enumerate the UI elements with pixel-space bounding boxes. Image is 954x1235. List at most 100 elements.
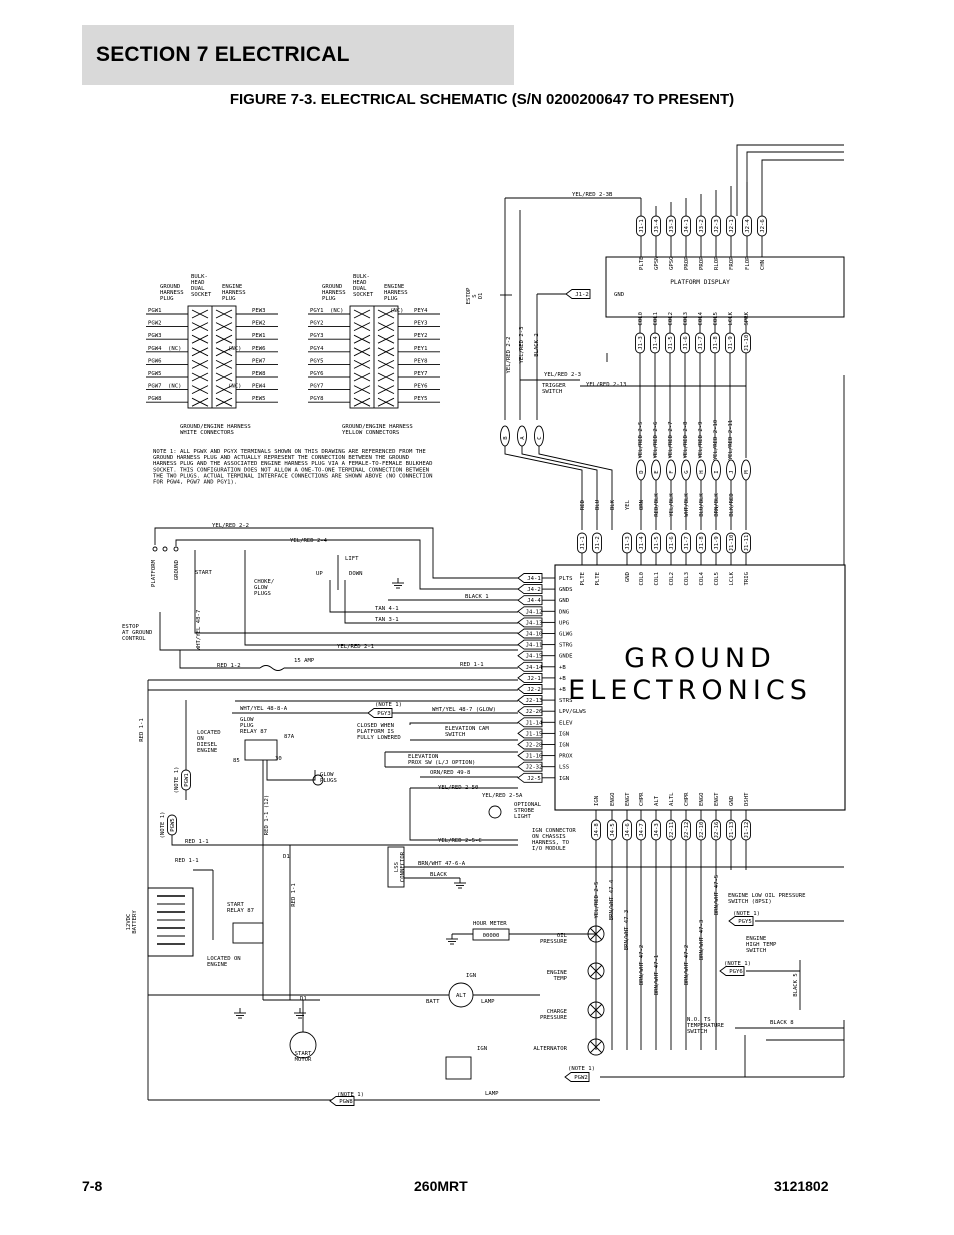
yellow-table-contact [360, 347, 371, 357]
pgw8-connector-label: PGW8 [339, 1099, 353, 1105]
yellow-table-contact [353, 397, 364, 407]
ground-bottom-signal: CHPR [639, 792, 645, 806]
ground-top-signal: TRIG [744, 571, 750, 585]
platform-display-box [605, 256, 845, 318]
white-table-contact [191, 359, 202, 369]
platform-bottom-connector-label: J1-8 [713, 336, 719, 350]
platform-bottom-signal: SPRK [744, 311, 750, 325]
note-1-label: (NOTE 1) [375, 702, 402, 708]
ground-bottom-signal: GND [729, 795, 735, 806]
pgy6-connector [719, 966, 745, 976]
white-table-contact [222, 334, 233, 344]
d1-label: D1 [283, 854, 290, 860]
platform-bottom-connector-label: J1-4 [653, 336, 659, 350]
white-table-left-nc: (NC) [168, 384, 181, 390]
platform-top-connector-label: J2-1 [729, 219, 735, 232]
platform-bottom-signal: COL4 [698, 311, 704, 325]
brn-wht-label: BRN/WHT 47-6-A [418, 861, 466, 867]
white-table-contact [222, 397, 233, 407]
ground-top-connector-label: J1-4 [639, 536, 645, 550]
harness-plug [636, 459, 646, 481]
white-table-left-pin: PGW5 [148, 371, 161, 377]
pgw8-connector [329, 1096, 355, 1106]
ground-bottom-signal: ALTL [669, 792, 675, 806]
platform-top-connector-label: J2-6 [760, 219, 766, 232]
wire-color-label: YEL/BLK [669, 493, 675, 517]
ground-left-signal: IGN [559, 743, 569, 749]
wire-color-label: RED/BLK [654, 493, 660, 517]
white-table-left-pin: PGW6 [148, 358, 161, 364]
lss-connector-label: LSSCONNECTOR [394, 851, 406, 882]
ground-bottom-connector-label: J2-10 [699, 822, 705, 839]
platform-top-signal: FROP [729, 256, 735, 270]
plug-letter: C [537, 436, 543, 439]
white-table-right-nc: (NC) [228, 346, 241, 352]
yellow-table-right-pin: PEY3 [414, 321, 427, 327]
ground-left-connector-label: J4-1 [527, 576, 540, 582]
wire [244, 578, 518, 646]
ground-left-signal: LPV/GLWS [559, 709, 586, 715]
platform-gnd-connector [565, 289, 591, 299]
yellow-table-contact [353, 359, 364, 369]
wire-color-label: YEL [625, 499, 631, 510]
platform-top-signal: PLTE [639, 256, 645, 270]
white-table-contact [198, 397, 209, 407]
white-table-contact [215, 334, 226, 344]
yellow-table-contact [353, 322, 364, 332]
yellow-table-left-pin: PGY8 [310, 396, 324, 402]
page-number: 7-8 [82, 1178, 103, 1194]
ground-left-signal: IGN [559, 731, 569, 737]
platform-top-signal: GPSG [669, 256, 675, 270]
wire [329, 580, 518, 613]
harness-plug [500, 425, 510, 447]
plug-letter: D [639, 470, 645, 474]
note-1-label: (NOTE 1) [724, 961, 751, 967]
ground-left-connector-label: J2-1 [527, 676, 540, 682]
platform-top-connector-label: J3-3 [669, 219, 675, 232]
note-1-label: (NOTE 1) [160, 812, 166, 839]
ground-bottom-signal: ENGO [699, 792, 705, 806]
harness-plug [726, 459, 736, 481]
wire-label: YEL/RED 2-5 [594, 881, 600, 918]
ground-left-connector-label: J4-2 [527, 587, 540, 593]
glow-relay-box [244, 739, 278, 761]
platform-top-signal: FLOP [745, 256, 751, 270]
column-wire-label: YEL/RED 2-8 [683, 421, 689, 459]
yel-red-2-5c-label: YEL/RED 2-5-C [438, 838, 482, 844]
white-table-right-pin: PEW5 [252, 396, 265, 402]
harness-plug [711, 459, 721, 481]
yellow-table-contact [377, 359, 388, 369]
ground-left-signal: GNDE [559, 654, 573, 660]
trigger-wire-in-label: YEL/RED 2-3 [544, 372, 581, 378]
red-1-12-label: RED 1-1 (12) [264, 795, 270, 835]
bus-2-3-label: YEL/RED 2-3 [519, 326, 525, 363]
tan-3-1-label: TAN 3-1 [375, 617, 399, 623]
white-table-contact [198, 359, 209, 369]
white-table-contact [222, 385, 233, 395]
connector-note: NOTE 1: ALL PGWX AND PGYX TERMINALS SHOW… [153, 449, 433, 486]
yellow-table-contact [360, 322, 371, 332]
ground-top-connector-label: J1-3 [625, 536, 631, 549]
ground-left-connector-label: J2-28 [526, 743, 543, 749]
column-wire-label: YEL/RED 2-6 [653, 421, 659, 458]
ground-left-signal: PROX [559, 754, 573, 760]
pgy6-connector-label: PGY6 [729, 969, 742, 975]
lift-label: LIFT [345, 556, 359, 562]
platform-label: PLATFORM [151, 559, 157, 587]
wire-color-label: WHT/BLK [684, 493, 690, 517]
wire [194, 574, 518, 634]
fuse-label: 15 AMP [294, 658, 315, 664]
wire [171, 835, 518, 846]
white-table-left-nc: (NC) [168, 346, 181, 352]
platform-top-connector-label: J3-2 [699, 219, 705, 232]
white-table-contact [191, 334, 202, 344]
ground-bottom-connector-label: J2-11 [669, 822, 675, 839]
